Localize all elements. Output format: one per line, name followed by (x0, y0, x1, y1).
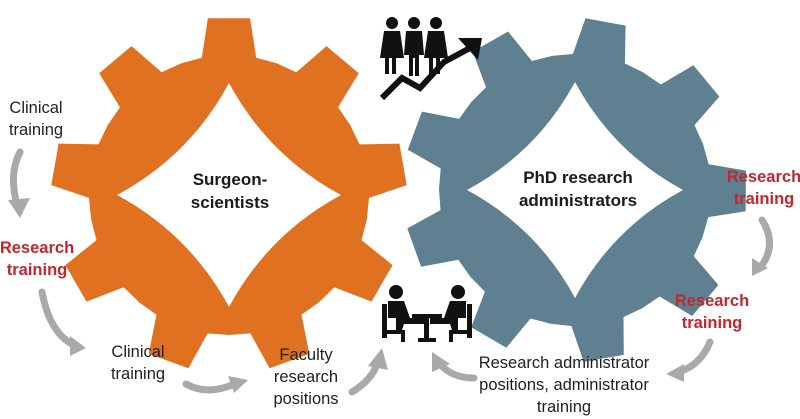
surgeon-scientists-label: Surgeon- scientists (191, 168, 269, 214)
arrow-head-4 (368, 348, 388, 370)
surgeon-gear (51, 18, 407, 369)
research-left-line1: Research (0, 239, 75, 257)
research-training-right-mid-label: Research training (675, 290, 749, 334)
research-mid-line2: training (681, 314, 743, 332)
arrow-head-1 (8, 198, 30, 218)
research-top-line1: Research (726, 168, 800, 186)
meeting-table-icon (382, 285, 472, 342)
faculty-line3: positions (273, 390, 339, 408)
clinical-top-line2: training (8, 121, 64, 139)
arrow-head-5 (752, 258, 768, 276)
gear-left-line1: Surgeon- (192, 170, 268, 189)
phd-administrators-label: PhD research administrators (519, 166, 637, 212)
research-training-right-top-label: Research training (727, 166, 800, 210)
administrator-gear (407, 18, 746, 362)
gear-right-line2: administrators (518, 191, 638, 210)
clinical-training-bottom-label: Clinical training (111, 341, 165, 385)
gear-left-line2: scientists (190, 193, 270, 212)
clinical-bottom-line1: Clinical (111, 343, 165, 361)
faculty-line1: Faculty (279, 346, 333, 364)
admin-line1: Research administrator (478, 354, 650, 372)
arrow-head-2 (70, 336, 86, 356)
clinical-top-line1: Clinical (9, 99, 63, 117)
research-training-left-label: Research training (0, 237, 74, 281)
arrow-clinical-to-faculty (182, 380, 238, 394)
arrow-research-top-to-mid (756, 216, 773, 272)
faculty-research-positions-label: Faculty research positions (273, 344, 338, 410)
arrow-head-6 (666, 364, 684, 382)
clinical-bottom-line2: training (110, 365, 166, 383)
admin-line2: positions, administrator (479, 376, 649, 394)
arrow-head-7 (432, 352, 450, 372)
faculty-line2: research (273, 368, 339, 386)
research-mid-line1: Research (674, 292, 750, 310)
admin-line3: training (536, 398, 592, 416)
research-top-line2: training (733, 190, 795, 208)
research-left-line2: training (6, 261, 68, 279)
people-growth-icon (379, 17, 482, 101)
clinical-training-top-label: Clinical training (9, 97, 63, 141)
gear-right-line1: PhD research (523, 168, 633, 187)
research-administrator-label: Research administrator positions, admini… (479, 352, 650, 418)
arrow-head-3 (228, 376, 248, 393)
